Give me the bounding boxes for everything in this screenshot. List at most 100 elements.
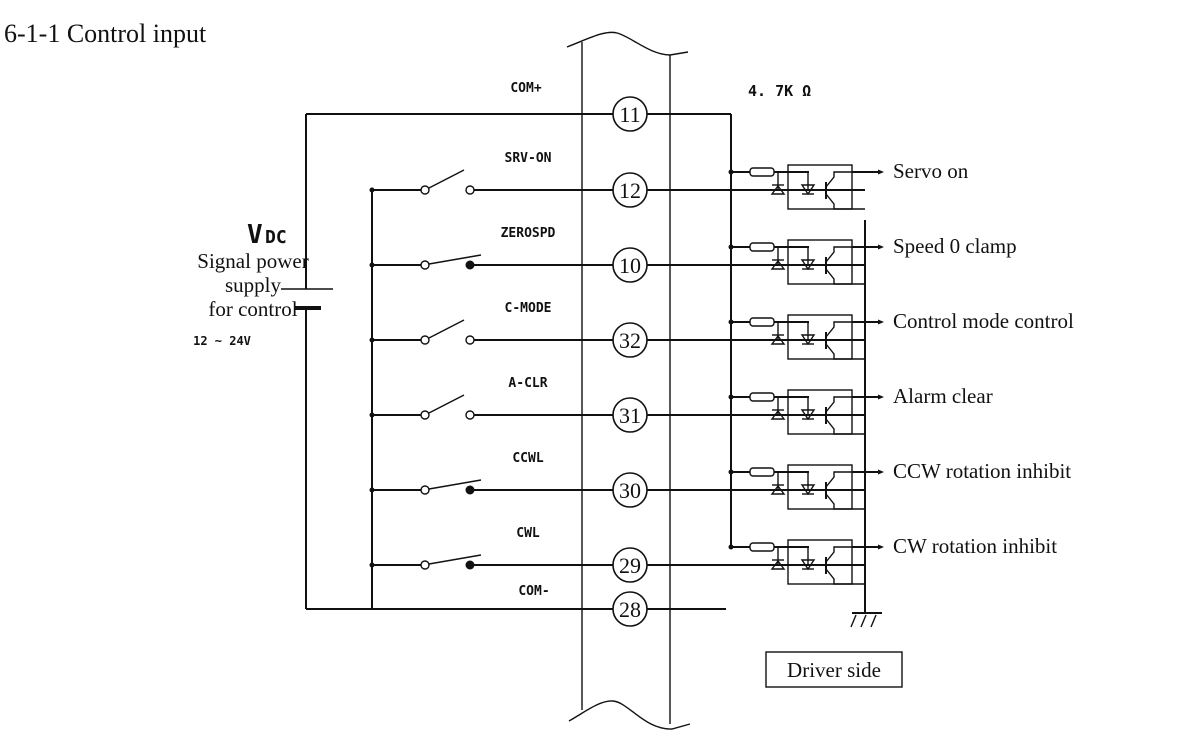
ground-hatch-0 (850, 614, 857, 628)
ground-hatch-1 (860, 614, 867, 628)
switch-contact-fixed (420, 410, 430, 420)
signal-label: C-MODE (505, 301, 552, 316)
function-label: CCW rotation inhibit (893, 459, 1071, 483)
function-label: Alarm clear (893, 384, 993, 408)
resistor (749, 242, 775, 252)
resistor (749, 317, 775, 327)
output-arrow-icon (878, 244, 884, 250)
resistor (749, 467, 775, 477)
resistor (749, 167, 775, 177)
pin-number-com-minus: 28 (619, 597, 641, 622)
phototransistor-emitter (825, 568, 865, 585)
function-label: CW rotation inhibit (893, 534, 1057, 558)
pin-number: 31 (619, 403, 641, 428)
signal-label: CCWL (512, 451, 543, 466)
function-label: Speed 0 clamp (893, 234, 1017, 258)
output-arrow-icon (878, 544, 884, 550)
switch-contact-closed (465, 260, 475, 270)
function-label: Control mode control (893, 309, 1074, 333)
protection-diode-icon (770, 484, 786, 495)
function-label: Servo on (893, 159, 969, 183)
connector-break-top (566, 31, 689, 56)
section-title: 6-1-1 Control input (4, 19, 207, 48)
resistor (749, 542, 775, 552)
switch-contact-fixed (420, 260, 430, 270)
input-row: A-CLR 31 Alarm clear (369, 376, 993, 435)
signal-label-com-plus: COM+ (510, 81, 541, 96)
power-supply-label-line: Signal power (197, 249, 308, 273)
optocoupler-box (787, 464, 853, 510)
phototransistor-collector (825, 546, 852, 563)
signal-label: CWL (516, 526, 540, 541)
protection-diode-icon (770, 184, 786, 195)
protection-diode-icon (770, 409, 786, 420)
switch-contact-fixed (420, 560, 430, 570)
pin-number: 32 (619, 328, 641, 353)
switch-lever-closed (428, 254, 482, 265)
input-row: C-MODE 32 Control mode control (369, 301, 1074, 360)
vdc-subscript: DC (265, 227, 287, 248)
switch-lever-open (428, 394, 465, 414)
vdc-symbol: V (247, 220, 263, 250)
led-diode-icon (800, 334, 816, 346)
switch-contact-open (465, 410, 475, 420)
output-arrow-icon (878, 394, 884, 400)
led-diode-icon (800, 484, 816, 496)
signal-label: SRV-ON (505, 151, 552, 166)
led-diode-icon (800, 184, 816, 196)
resistor (749, 392, 775, 402)
phototransistor-emitter (825, 493, 865, 510)
switch-contact-fixed (420, 185, 430, 195)
pin-number-com-plus: 11 (619, 102, 640, 127)
phototransistor-collector (825, 471, 852, 488)
optocoupler-box (787, 539, 853, 585)
pin-number: 30 (619, 478, 641, 503)
led-diode-icon (800, 409, 816, 421)
signal-label: ZEROSPD (501, 226, 556, 241)
signal-label: A-CLR (508, 376, 547, 391)
optocoupler-box (787, 314, 853, 360)
resistor-value-label: 4. 7K Ω (748, 82, 811, 100)
switch-contact-fixed (420, 335, 430, 345)
power-supply-label-line: for control (208, 297, 297, 321)
pin-number: 10 (619, 253, 641, 278)
phototransistor-collector (825, 171, 852, 188)
pin-circle-com-minus (612, 591, 648, 627)
phototransistor-collector (825, 321, 852, 338)
led-diode-icon (800, 559, 816, 571)
driver-side-label: Driver side (787, 658, 881, 682)
phototransistor-emitter (825, 418, 865, 435)
phototransistor-collector (825, 246, 852, 263)
switch-lever-closed (428, 479, 482, 490)
power-supply-label-line: supply (225, 273, 282, 297)
optocoupler-box (787, 239, 853, 285)
phototransistor-emitter (825, 343, 865, 360)
output-arrow-icon (878, 469, 884, 475)
phototransistor-emitter (825, 268, 865, 285)
switch-contact-fixed (420, 485, 430, 495)
phototransistor-emitter (825, 193, 865, 210)
switch-lever-closed (428, 554, 482, 565)
driver-side-box (765, 651, 903, 688)
input-row: CCWL 30 CCW rotation inhibit (369, 451, 1071, 510)
switch-lever-open (428, 169, 465, 189)
protection-diode-icon (770, 559, 786, 570)
output-arrow-icon (878, 319, 884, 325)
switch-contact-open (465, 185, 475, 195)
switch-lever-open (428, 319, 465, 339)
switch-contact-closed (465, 560, 475, 570)
ground-hatch-2 (870, 614, 877, 628)
input-row: ZEROSPD 10 Speed 0 clamp (369, 226, 1017, 285)
led-diode-icon (800, 259, 816, 271)
connector-break-bottom (568, 700, 691, 730)
protection-diode-icon (770, 259, 786, 270)
protection-diode-icon (770, 334, 786, 345)
switch-contact-closed (465, 485, 475, 495)
signal-label-com-minus: COM- (518, 584, 549, 599)
voltage-range: 12 ~ 24V (193, 334, 251, 348)
